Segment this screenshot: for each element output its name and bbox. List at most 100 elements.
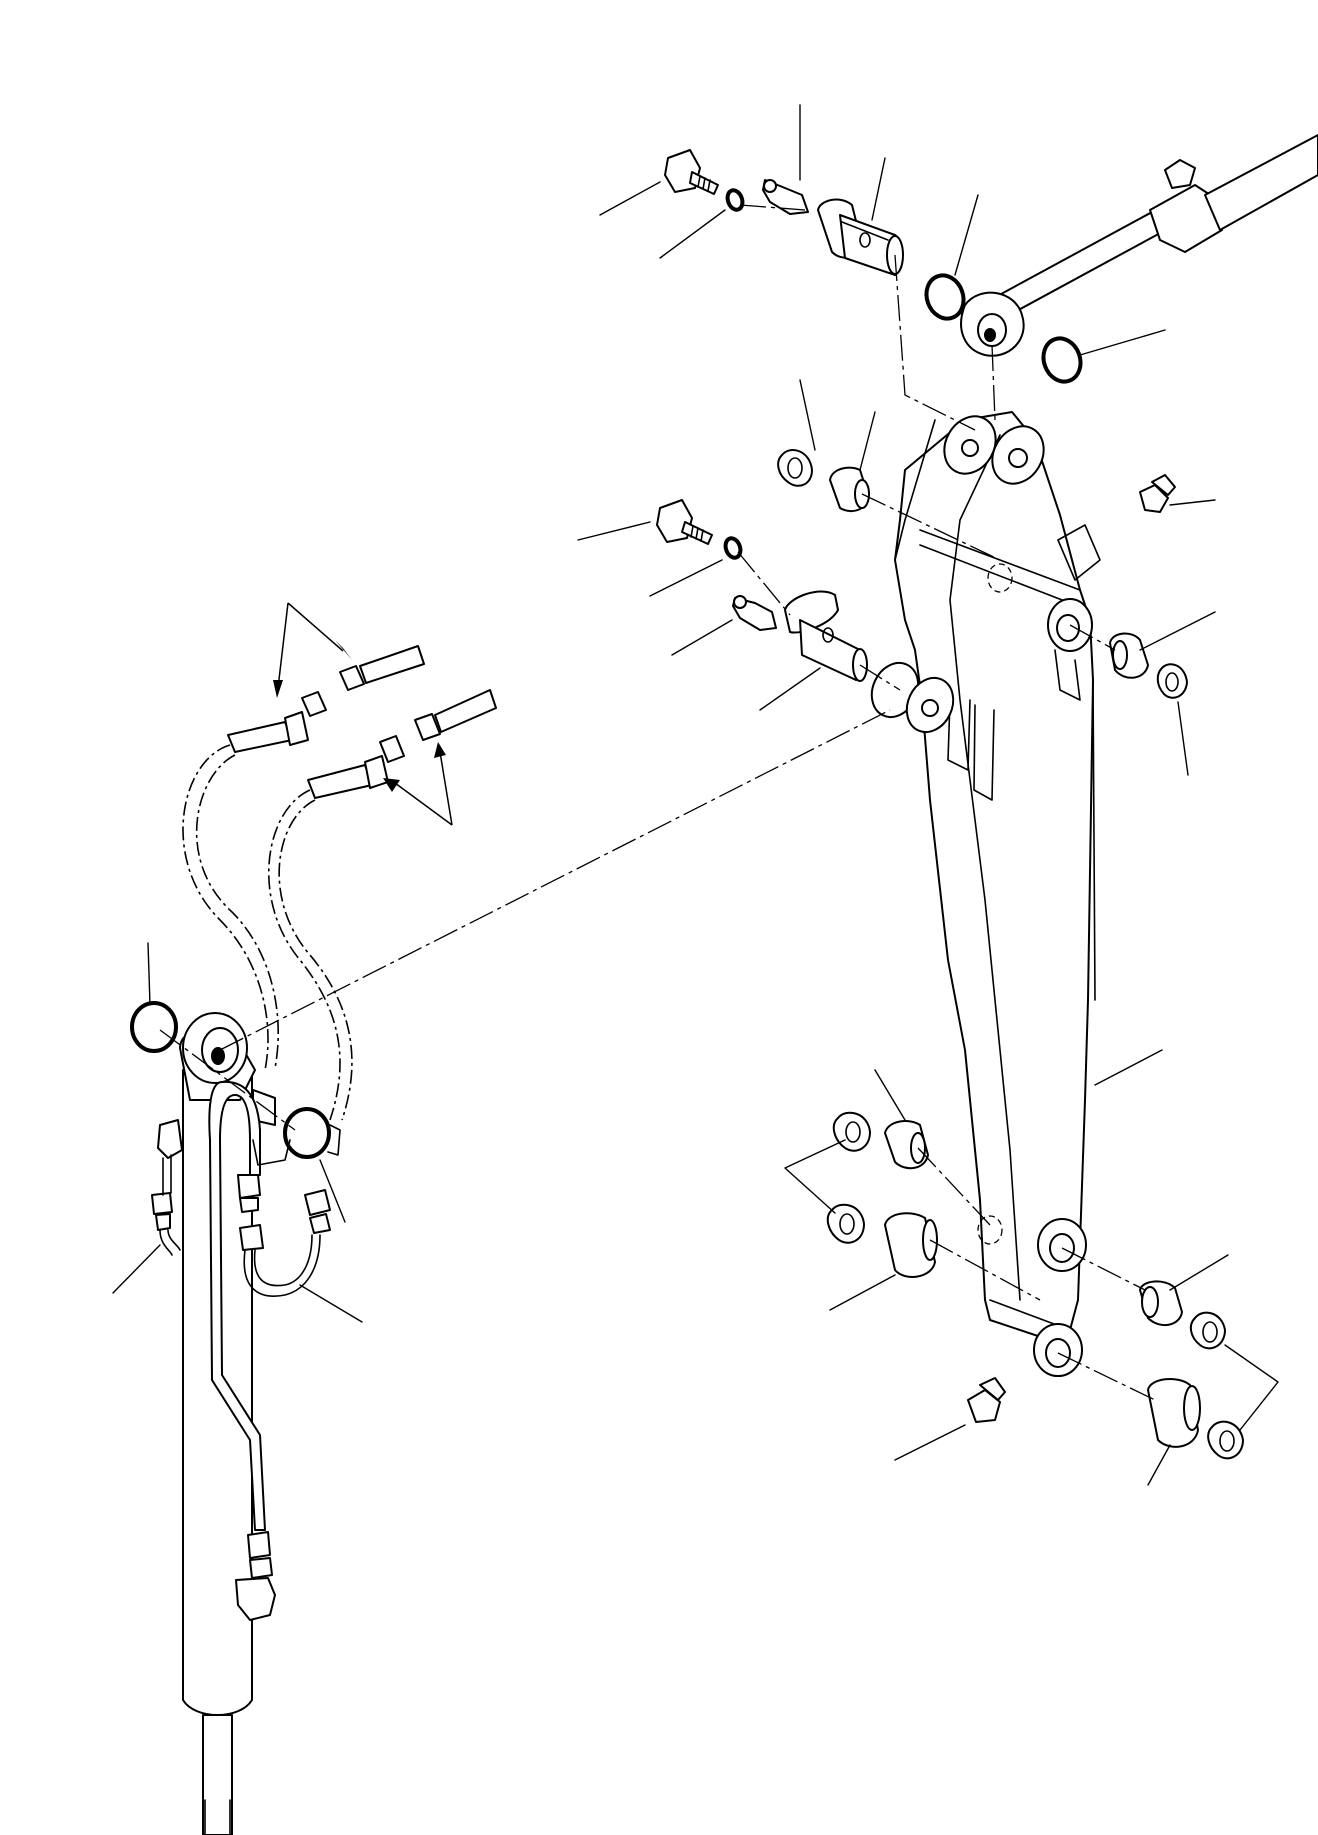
center-middle-pin xyxy=(737,551,791,616)
hose-a-run xyxy=(182,744,269,1071)
upper-seal-right xyxy=(1041,336,1083,384)
rod-eye-shadow xyxy=(984,328,996,342)
hose-b-adapter xyxy=(434,689,497,733)
small-hose-nut xyxy=(151,1192,173,1215)
cylinder-rod xyxy=(202,1714,233,1835)
steel-line-fitting-1 xyxy=(237,1174,261,1199)
leader-upper-pin xyxy=(871,157,886,221)
hose-a-run-2 xyxy=(195,754,280,1069)
arm-side-bushing-end xyxy=(1112,640,1128,670)
cylinder-clamp xyxy=(252,1139,291,1166)
arm-top-seal-inner xyxy=(787,457,803,479)
upper-pin-hole xyxy=(859,232,871,248)
center-rod-eye-down xyxy=(991,344,996,421)
leader-upper-bolt xyxy=(599,181,661,216)
lower-seal-bottom-left-inner xyxy=(839,1213,855,1235)
u-hose-outer xyxy=(243,1234,321,1297)
lower-pin-left xyxy=(884,1212,936,1278)
cylinder-seal-left xyxy=(130,1001,178,1053)
small-hose-top xyxy=(162,1154,172,1196)
leader-top-seal xyxy=(799,379,816,451)
arrow-b-left-head xyxy=(383,778,400,792)
middle-pin-bolt-head xyxy=(656,499,693,543)
leader-side-bushing xyxy=(1139,611,1216,651)
leader-top-bushing xyxy=(859,411,876,471)
arm-mid-boss-hole xyxy=(921,699,939,717)
leader-lower-pin-right xyxy=(1147,1444,1171,1486)
cylinder-eye-shadow xyxy=(211,1047,225,1065)
center-cylinder-to-arm xyxy=(219,709,891,1051)
arm-top-seal xyxy=(777,449,813,487)
center-lower-right-1 xyxy=(1061,1247,1146,1291)
hose-b-nut xyxy=(379,735,405,763)
center-cylinder-seal xyxy=(159,1029,296,1131)
center-lines xyxy=(159,204,1156,1401)
leader-lower-bushing-left xyxy=(874,1069,906,1121)
hose-b-ferrule xyxy=(364,755,389,789)
leader-upper-seal-right xyxy=(1079,329,1166,356)
leader-u-hose xyxy=(299,1284,363,1323)
arrow-b-left xyxy=(394,782,453,826)
bucket-cylinder-body xyxy=(1204,134,1318,231)
lower-seal-bottom-left xyxy=(826,1203,865,1244)
middle-grease-nipple xyxy=(733,595,747,609)
leader-arm-grease xyxy=(1169,499,1216,506)
arm-grease-fitting-body xyxy=(1151,474,1176,496)
leader-middle-bolt xyxy=(577,521,651,541)
lower-pin-right-end xyxy=(1183,1385,1201,1431)
center-lower-left-1 xyxy=(917,1147,991,1226)
arm-lower-tab xyxy=(1054,649,1081,701)
grease-fitting-nipple xyxy=(763,179,777,193)
lower-grease-fitting-body xyxy=(979,1377,1006,1401)
middle-washer xyxy=(723,536,743,560)
arm-side-seal-inner xyxy=(1165,672,1179,692)
small-hose-curve xyxy=(159,1229,173,1256)
arm-hidden-hole-2 xyxy=(977,1215,1003,1245)
arm-side-plate-edge-2 xyxy=(949,434,1021,1301)
arm-web-line-2 xyxy=(919,544,1076,606)
leader-side-seal xyxy=(1177,701,1189,776)
center-lower-left-2 xyxy=(929,1239,1041,1301)
arm-flange xyxy=(947,699,971,771)
lower-seal-right-bottom xyxy=(1207,1420,1244,1460)
u-hose-fitting-right xyxy=(304,1189,331,1216)
hose-b-run xyxy=(268,789,341,1121)
upper-washer xyxy=(725,188,745,212)
leader-lower-pin-left xyxy=(829,1274,896,1311)
callout-leaders xyxy=(112,104,1279,1486)
middle-pin-plate xyxy=(784,590,839,634)
arm-right-edge xyxy=(1092,679,1096,1001)
small-hose-curve-2 xyxy=(167,1229,181,1251)
leader-cylinder-seal-right xyxy=(319,1159,346,1223)
bucket-cylinder-fitting xyxy=(1164,159,1196,189)
center-middle-pin-to-arm xyxy=(859,664,901,691)
leader-upper-seal-left xyxy=(954,194,979,276)
arrow-a-right-head xyxy=(335,640,352,660)
lower-fitting-nut xyxy=(247,1531,271,1559)
lower-seal-top-left-inner xyxy=(845,1121,861,1143)
center-top-bushing xyxy=(861,493,1001,561)
lower-seal-right-top xyxy=(1189,1311,1226,1350)
hose-a-ferrule xyxy=(284,711,309,746)
cylinder-seal-right xyxy=(283,1107,331,1159)
arm-flange-2 xyxy=(973,704,995,801)
leader-middle-pin xyxy=(759,667,821,711)
cylinder-elbow-top xyxy=(157,1119,183,1159)
leader-small-hose xyxy=(112,1244,161,1294)
hose-a-adapter xyxy=(359,645,425,684)
leader-lower-seal-bracket xyxy=(784,1139,846,1214)
upper-pin-groove xyxy=(841,221,889,241)
hose-b-run-2 xyxy=(278,799,353,1121)
cylinder-rod-break xyxy=(204,1799,231,1835)
center-side-boss xyxy=(1069,624,1116,651)
leader-middle-grease xyxy=(671,619,733,656)
arm-side-seal xyxy=(1156,663,1188,699)
arm-top-boss-hole xyxy=(1008,448,1028,468)
arrow-a-left-head xyxy=(273,680,283,698)
arrow-a-right xyxy=(287,602,344,652)
arrow-a-left xyxy=(277,602,289,689)
center-lower-right-2 xyxy=(1057,1352,1156,1401)
hose-a-end xyxy=(227,721,293,753)
bolt-thread xyxy=(697,175,711,192)
